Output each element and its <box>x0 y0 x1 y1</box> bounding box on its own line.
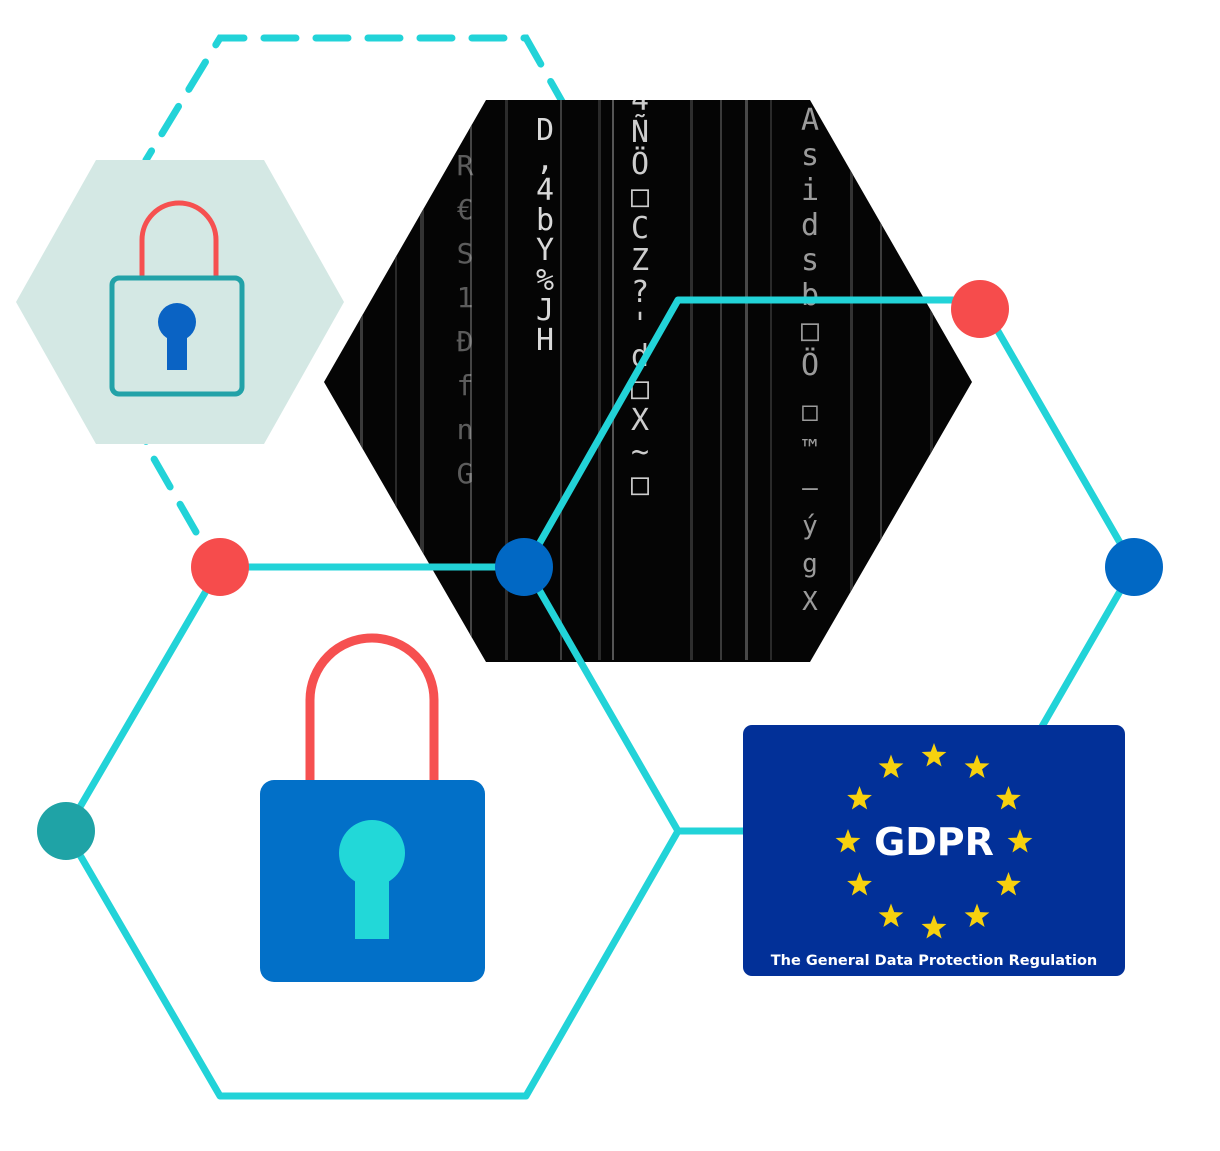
matrix-glyph: 1 <box>457 281 474 314</box>
matrix-glyph: C <box>631 211 649 246</box>
gdpr-subtitle: The General Data Protection Regulation <box>771 953 1098 969</box>
matrix-glyph: S <box>457 237 474 270</box>
matrix-glyph: A <box>801 103 819 138</box>
node-red-left <box>191 538 249 596</box>
eu-star-icon <box>1007 829 1033 853</box>
gdpr-flag-card: GDPR The General Data Protection Regulat… <box>743 725 1125 976</box>
matrix-glyph: ' <box>631 307 649 342</box>
eu-star-icon <box>996 786 1021 810</box>
matrix-glyph: R <box>457 149 474 182</box>
eu-star-icon <box>921 915 947 939</box>
matrix-glyph: g <box>802 549 818 579</box>
matrix-glyph: □ <box>631 467 649 502</box>
matrix-glyph: ™ <box>802 435 818 465</box>
matrix-glyph: s <box>801 138 819 173</box>
matrix-glyph: Ö <box>801 347 819 383</box>
eu-star-icon <box>964 903 990 927</box>
node-teal-left <box>37 802 95 860</box>
eu-star-icon <box>835 829 861 853</box>
gdpr-title: GDPR <box>874 820 994 864</box>
dashed-hexagon-outline <box>142 34 672 536</box>
matrix-glyph: Z <box>631 243 649 278</box>
matrix-glyph: J <box>536 293 554 328</box>
matrix-code-layer: D,4bY%JH4ÑÖ□CZ?'d□X~□Asidsb□Ö□™—ýgXR€S1Ð… <box>360 83 933 660</box>
matrix-glyph: ý <box>802 511 818 541</box>
matrix-glyph: 4 <box>631 83 649 118</box>
small-lock-hexagon <box>16 160 344 444</box>
matrix-glyph: b <box>536 203 554 238</box>
matrix-glyph: Ö <box>631 146 649 182</box>
matrix-glyph: n <box>457 413 474 446</box>
matrix-glyph: b <box>801 278 819 313</box>
matrix-glyph: d <box>801 208 819 243</box>
matrix-glyph: — <box>802 473 818 503</box>
matrix-glyph: € <box>457 193 474 226</box>
node-red-right <box>951 280 1009 338</box>
matrix-glyph: □ <box>631 179 649 214</box>
matrix-glyph: Ð <box>457 325 474 358</box>
matrix-glyph: % <box>536 263 554 298</box>
matrix-glyph: Y <box>536 233 554 268</box>
eu-star-circle <box>835 743 1033 939</box>
matrix-glyph: f <box>457 369 474 402</box>
matrix-glyph: i <box>801 173 819 208</box>
node-blue-center <box>495 538 553 596</box>
eu-star-icon <box>878 754 904 778</box>
matrix-glyph: ? <box>631 275 649 310</box>
matrix-glyph: Ñ <box>631 114 649 150</box>
matrix-glyph: X <box>802 587 818 617</box>
matrix-glyph: □ <box>801 313 819 348</box>
matrix-glyph: 4 <box>536 173 554 208</box>
padlock-icon <box>260 633 485 982</box>
node-blue-right <box>1105 538 1163 596</box>
matrix-glyph: X <box>631 403 649 438</box>
eu-star-icon <box>878 903 904 927</box>
matrix-glyph: s <box>801 243 819 278</box>
eu-star-icon <box>847 872 872 896</box>
eu-star-icon <box>847 786 872 810</box>
matrix-glyph: □ <box>802 397 818 427</box>
padlock-icon <box>109 200 245 397</box>
matrix-glyph: ~ <box>631 435 649 470</box>
eu-star-icon <box>921 743 947 767</box>
eu-star-icon <box>964 754 990 778</box>
matrix-glyph: , <box>536 143 554 178</box>
eu-star-icon <box>996 872 1021 896</box>
matrix-glyph: G <box>457 457 474 490</box>
matrix-code-hexagon: D,4bY%JH4ÑÖ□CZ?'d□X~□Asidsb□Ö□™—ýgXR€S1Ð… <box>324 83 972 662</box>
matrix-glyph: H <box>536 323 554 358</box>
matrix-glyph: D <box>536 113 554 148</box>
